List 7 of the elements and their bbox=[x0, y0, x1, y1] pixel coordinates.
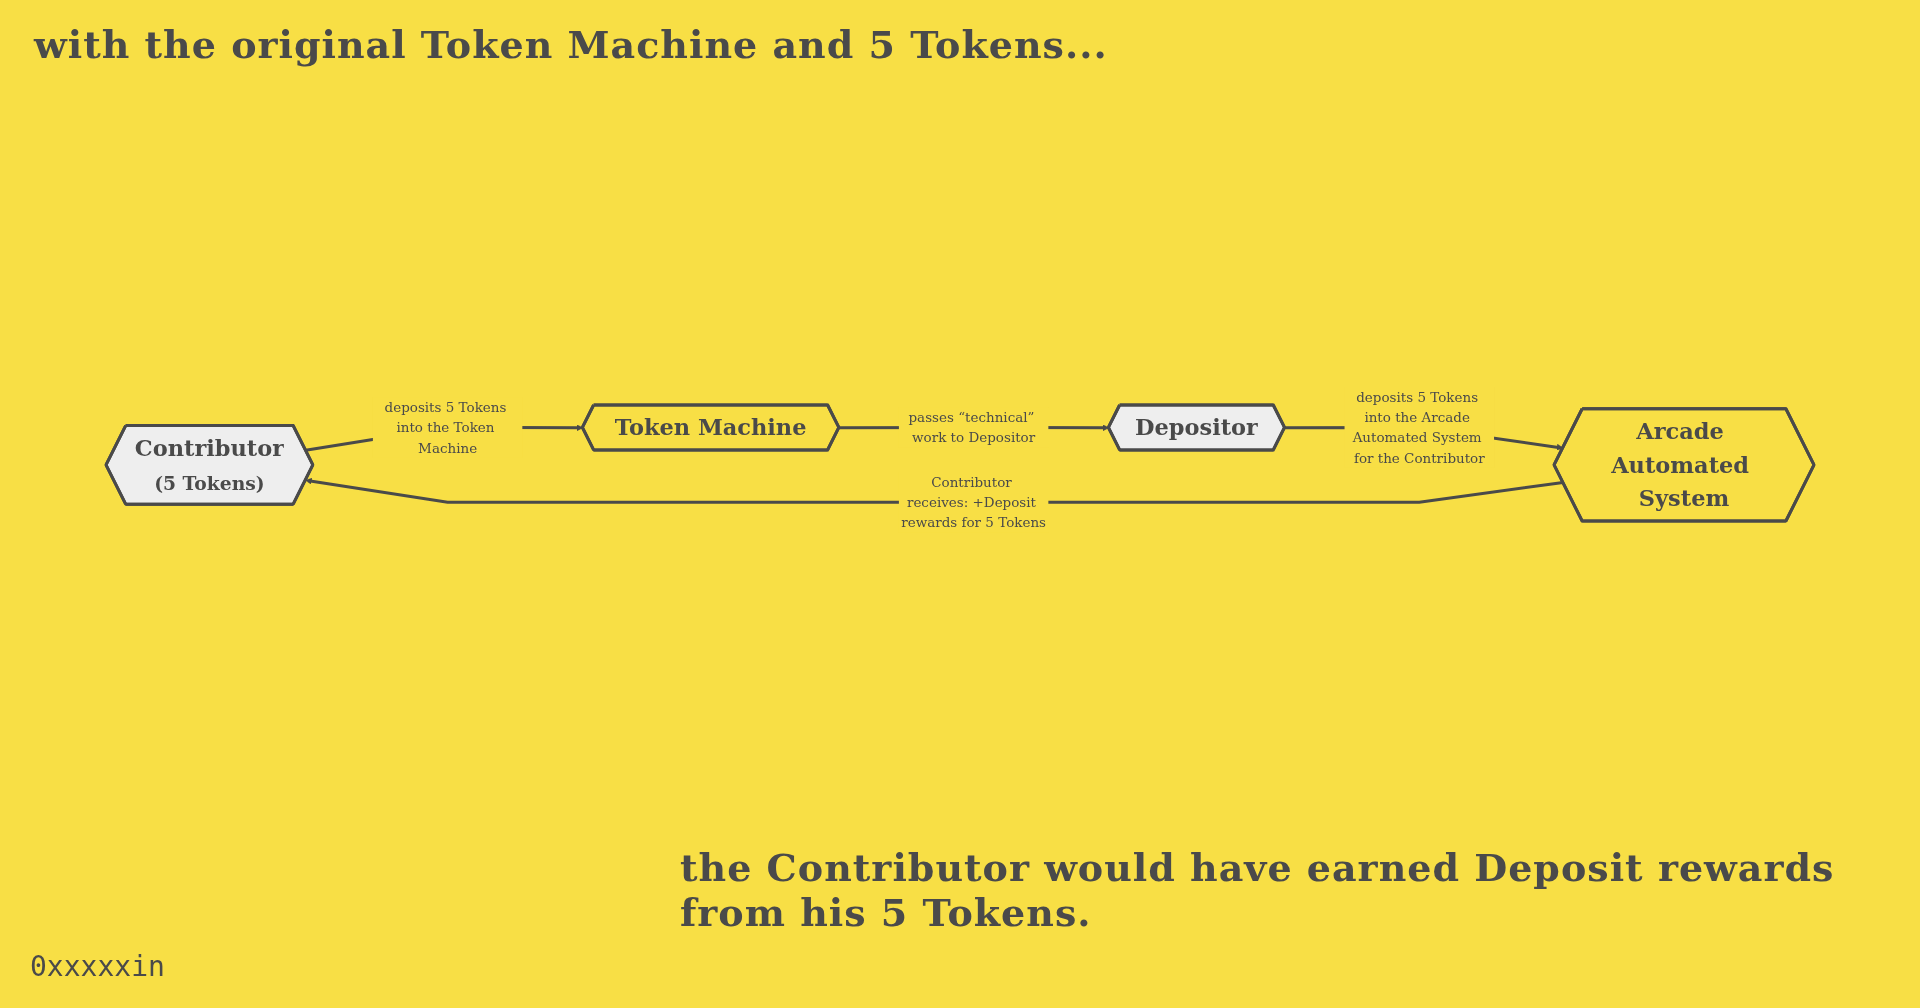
edge-label: Contributor receives: +Deposit rewards for 5 Tokens bbox=[901, 474, 1047, 531]
edge-label: deposits 5 Tokens into the Token Machine bbox=[384, 399, 507, 456]
signature-text: 0xxxxxin bbox=[30, 950, 165, 983]
edge-label: passes “technical” work to Depositor bbox=[908, 409, 1036, 446]
title: with the original Token Machine and 5 Tokens... bbox=[34, 22, 1108, 67]
caption: the Contributor would have earned Deposit rewards from his 5 Tokens. bbox=[680, 845, 1836, 935]
edge-label: deposits 5 Tokens into the Arcade Automated System for the Contributor bbox=[1352, 389, 1485, 466]
